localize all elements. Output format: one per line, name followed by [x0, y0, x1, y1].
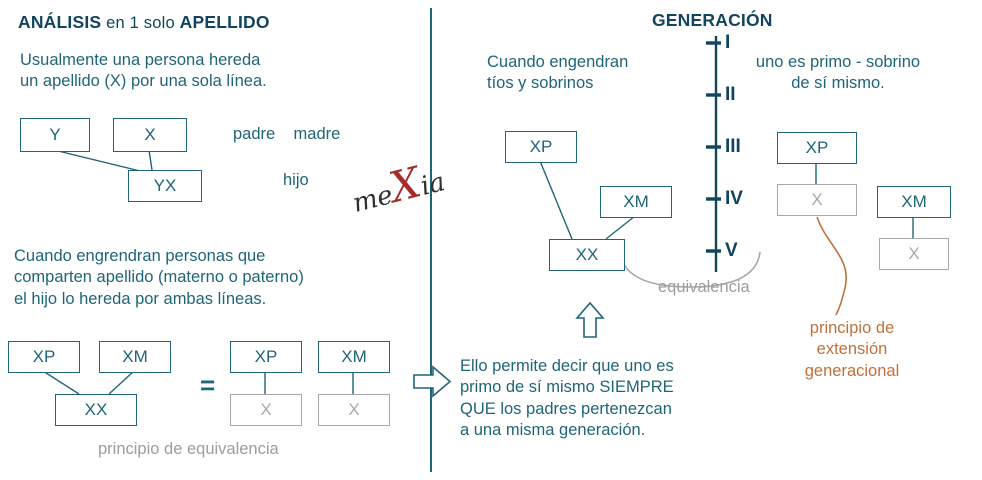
- box-parent-y: Y: [20, 118, 90, 152]
- right-title-generacion: GENERACIÓN: [652, 10, 773, 30]
- equivalence-brace: [619, 251, 761, 288]
- label-equivalencia: equivalencia: [658, 278, 750, 296]
- right-arrow-icon: [413, 365, 452, 398]
- generation-label-2: II: [725, 84, 736, 105]
- box-child-yx: YX: [128, 170, 202, 202]
- box-x-ghost-left: X: [230, 394, 302, 426]
- equals-sign: =: [200, 370, 216, 400]
- connector-line: [108, 370, 135, 395]
- connector-line: [42, 370, 80, 395]
- generation-label-3: III: [725, 136, 741, 157]
- connector-line: [539, 160, 573, 240]
- box-x-ghost-extension-right: X: [879, 238, 949, 270]
- box-xx-shared: XX: [55, 394, 137, 426]
- box-xp-extension: XP: [777, 132, 857, 164]
- generation-axis: [706, 36, 721, 272]
- note-primo-sobrino: uno es primo - sobrino de sí mismo.: [755, 53, 921, 93]
- connector-line: [605, 215, 636, 240]
- left-title-apellido: APELLIDO: [179, 12, 270, 32]
- extension-curve: [816, 216, 847, 316]
- box-xm-generation: XM: [600, 186, 672, 218]
- generation-label-5: V: [725, 240, 738, 261]
- tree-connectors: [42, 149, 914, 395]
- box-xp-generation: XP: [505, 131, 577, 163]
- generation-label-1: I: [725, 32, 731, 53]
- left-title-analisis: ANÁLISIS: [18, 12, 102, 32]
- box-xm-shared: XM: [99, 341, 171, 373]
- box-xx-generation: XX: [549, 239, 625, 271]
- label-principio-extension: principio de extensión generacional: [804, 319, 900, 380]
- note-engendran-tios: Cuando engendran tíos y sobrinos: [487, 53, 629, 93]
- left-paragraph-1: Usualmente una persona hereda un apellid…: [20, 51, 267, 91]
- connector-line: [53, 149, 141, 172]
- box-x-ghost-extension-left: X: [777, 184, 857, 216]
- left-title: ANÁLISIS en 1 solo APELLIDO: [18, 12, 270, 33]
- box-x-ghost-right: X: [318, 394, 390, 426]
- left-paragraph-2: Cuando engrendran personas que comparten…: [14, 247, 304, 308]
- up-arrow-icon: [575, 301, 605, 338]
- label-hijo: hijo: [283, 171, 309, 189]
- connector-line: [148, 149, 153, 171]
- caption-principio-equivalencia: principio de equivalencia: [98, 440, 279, 458]
- left-title-mid: en 1 solo: [101, 14, 180, 32]
- box-xm-extension: XM: [877, 186, 951, 218]
- explanation-text: Ello permite decir que uno es primo de s…: [460, 357, 674, 440]
- box-xm-equiv: XM: [318, 341, 390, 373]
- box-xp-equiv: XP: [230, 341, 302, 373]
- box-parent-x: X: [113, 118, 187, 152]
- box-xp-shared: XP: [8, 341, 80, 373]
- generation-label-4: IV: [725, 188, 743, 209]
- label-padre-madre: padre madre: [233, 125, 341, 143]
